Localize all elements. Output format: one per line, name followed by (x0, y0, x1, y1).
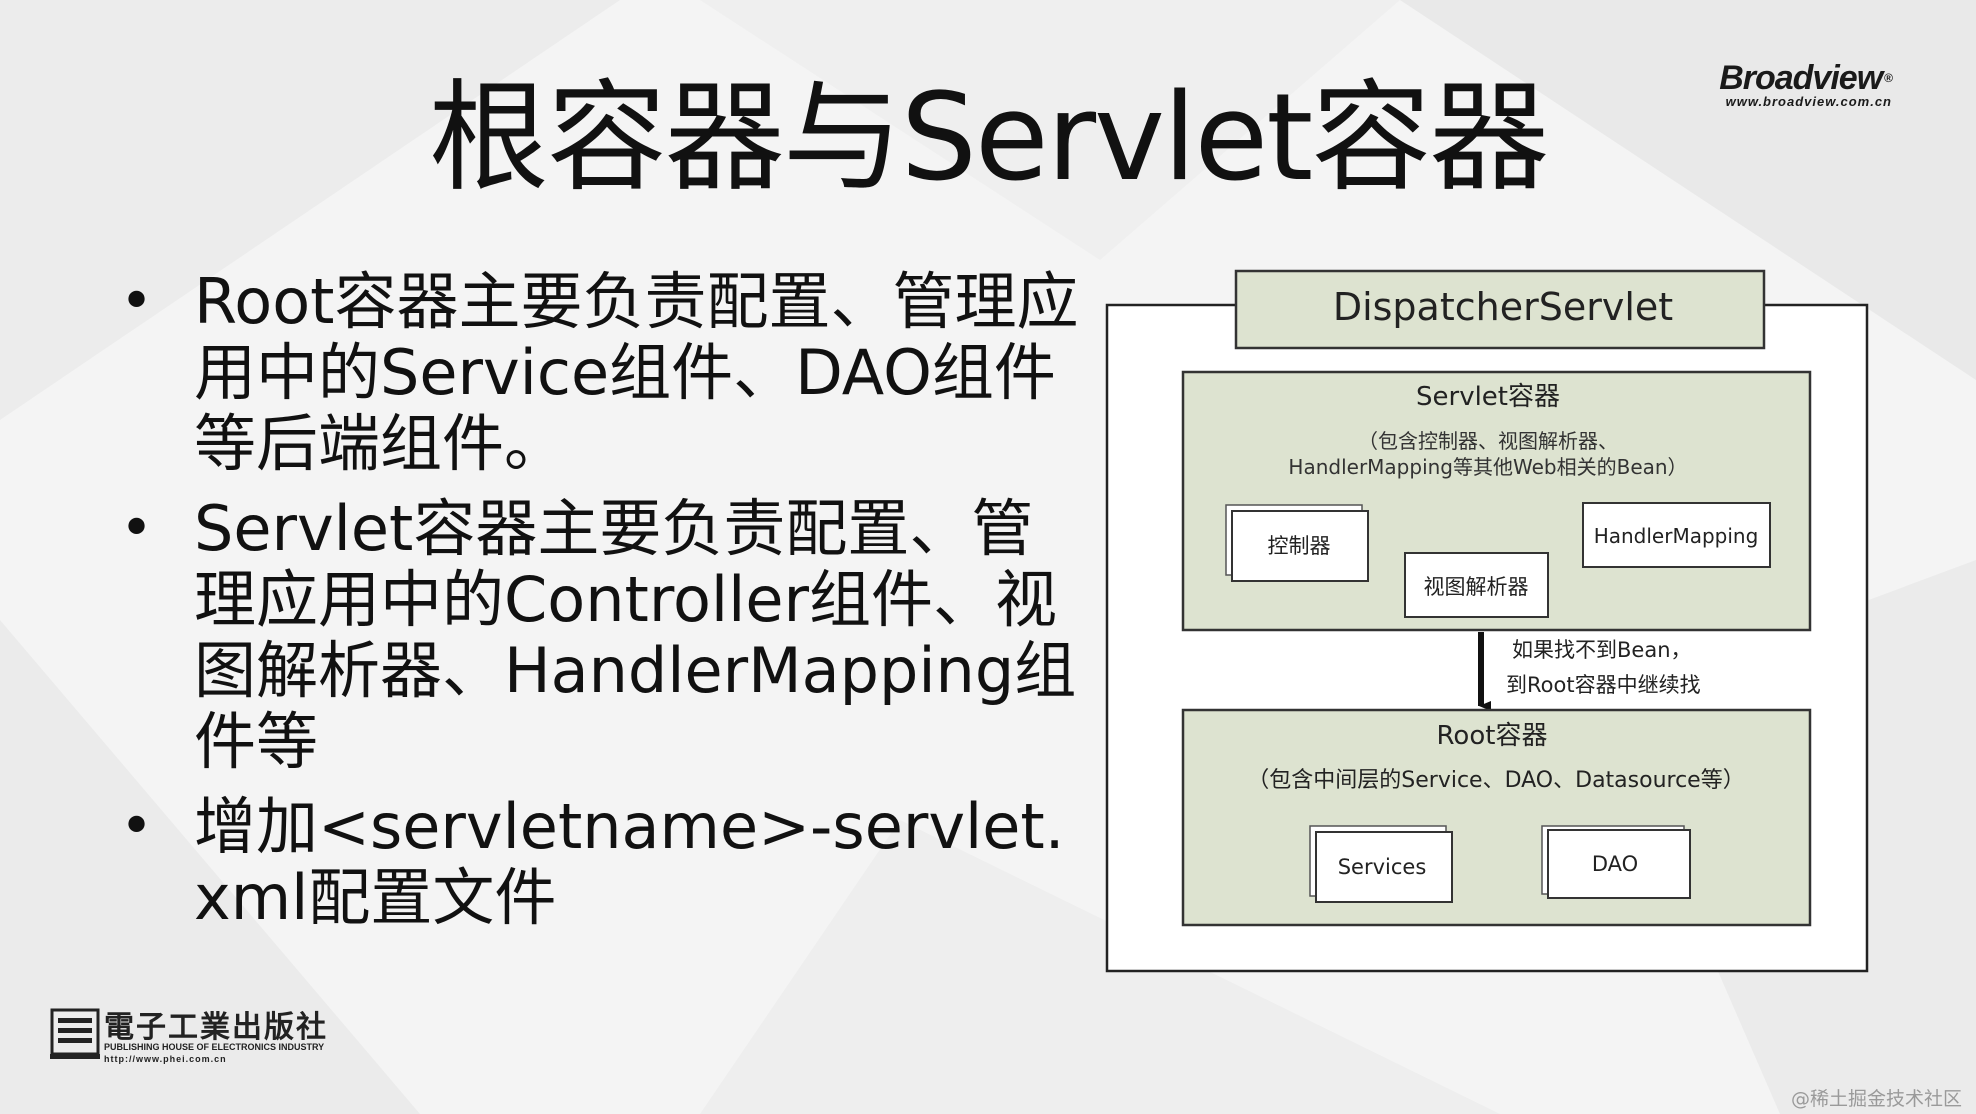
watermark: @稀土掘金技术社区 (1790, 1088, 1962, 1110)
handler-mapping-label: HandlerMapping (1594, 524, 1759, 548)
arrow-note-line-2: 到Root容器中继续找 (1506, 673, 1701, 697)
controller-label: 控制器 (1268, 534, 1331, 558)
servlet-container-desc-2: HandlerMapping等其他Web相关的Bean） (1288, 455, 1687, 479)
bullet-dot: • (120, 794, 154, 859)
bullet-item: •Servlet容器主要负责配置、管理应用中的Controller组件、视图解析… (120, 492, 1077, 778)
slide-title: 根容器与Servlet容器 (428, 69, 1550, 208)
services-label: Services (1338, 855, 1427, 879)
handler-mapping-box (1582, 502, 1771, 568)
broadview-logo: Broadview® www.broadview.com.cn (1719, 59, 1893, 109)
dispatcher-label: DispatcherServlet (1333, 285, 1673, 329)
bullet-list: •Root容器主要负责配置、管理应用中的Service组件、DAO组件等后端组件… (112, 266, 1092, 947)
dispatcher-box (1234, 269, 1766, 350)
bullet-dot: • (120, 269, 154, 334)
publisher-emblem-icon (50, 1008, 100, 1059)
publisher-name-cn: 電子工業出版社 (104, 1010, 328, 1045)
controller-box (1231, 510, 1369, 582)
bullet-item: •Root容器主要负责配置、管理应用中的Service组件、DAO组件等后端组件… (120, 265, 1079, 480)
view-resolver-label: 视图解析器 (1424, 575, 1529, 599)
root-container-box (1181, 708, 1812, 927)
dao-box (1547, 829, 1691, 899)
publisher-url: http://www.phei.com.cn (104, 1054, 227, 1064)
bullet-item: •增加<servletname>-servlet.xml配置文件 (120, 790, 1065, 934)
services-box (1315, 831, 1453, 903)
arrow-note-line-1: 如果找不到Bean， (1512, 638, 1692, 662)
root-container-title: Root容器 (1437, 721, 1548, 751)
view-resolver-box (1404, 552, 1549, 618)
bullet-dot: • (120, 496, 154, 561)
servlet-container-desc-1: （包含控制器、视图解析器、 (1358, 429, 1618, 453)
publisher-name-en: PUBLISHING HOUSE OF ELECTRONICS INDUSTRY (104, 1042, 325, 1052)
servlet-container-title: Servlet容器 (1416, 382, 1560, 412)
root-container-desc: （包含中间层的Service、DAO、Datasource等） (1247, 768, 1744, 793)
dao-label: DAO (1592, 852, 1638, 876)
